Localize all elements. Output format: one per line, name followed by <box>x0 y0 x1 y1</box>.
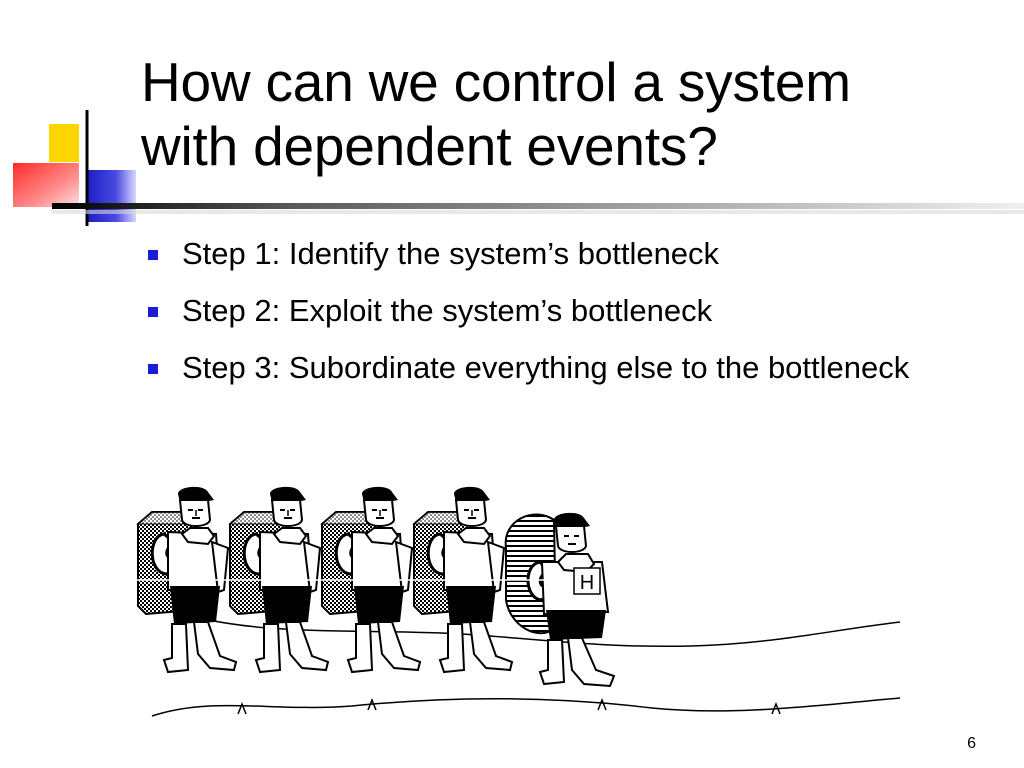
yellow-square <box>49 124 79 162</box>
bottleneck-hiker: H <box>504 512 616 688</box>
slide-title-line-1: How can we control a system <box>141 51 851 113</box>
slide-number: 6 <box>967 735 976 752</box>
hikers-illustration: H <box>132 485 901 717</box>
bottleneck-badge: H <box>580 572 594 594</box>
bullet-text: Step 1: Identify the system’s bottleneck <box>182 236 720 271</box>
bullet-text: Step 3: Subordinate everything else to t… <box>182 350 910 385</box>
bullet-step-3: Step 3: Subordinate everything else to t… <box>145 348 965 388</box>
title-underline <box>52 203 1024 214</box>
red-square <box>13 163 79 207</box>
decorative-corner-squares <box>13 110 136 226</box>
bullet-step-2: Step 2: Exploit the system’s bottleneck <box>145 291 965 331</box>
grass-tufts <box>237 697 781 715</box>
bullet-step-1: Step 1: Identify the system’s bottleneck <box>145 234 965 274</box>
slide-title-line-2: with dependent events? <box>141 115 718 177</box>
bullet-text: Step 2: Exploit the system’s bottleneck <box>182 293 713 328</box>
slide-title: How can we control a system with depende… <box>141 50 1011 178</box>
trail-lower-line <box>151 697 901 717</box>
square-bullet-icon <box>148 250 158 260</box>
square-bullet-icon <box>148 307 158 317</box>
bullet-list: Step 1: Identify the system’s bottleneck… <box>145 234 965 405</box>
square-bullet-icon <box>148 364 158 374</box>
